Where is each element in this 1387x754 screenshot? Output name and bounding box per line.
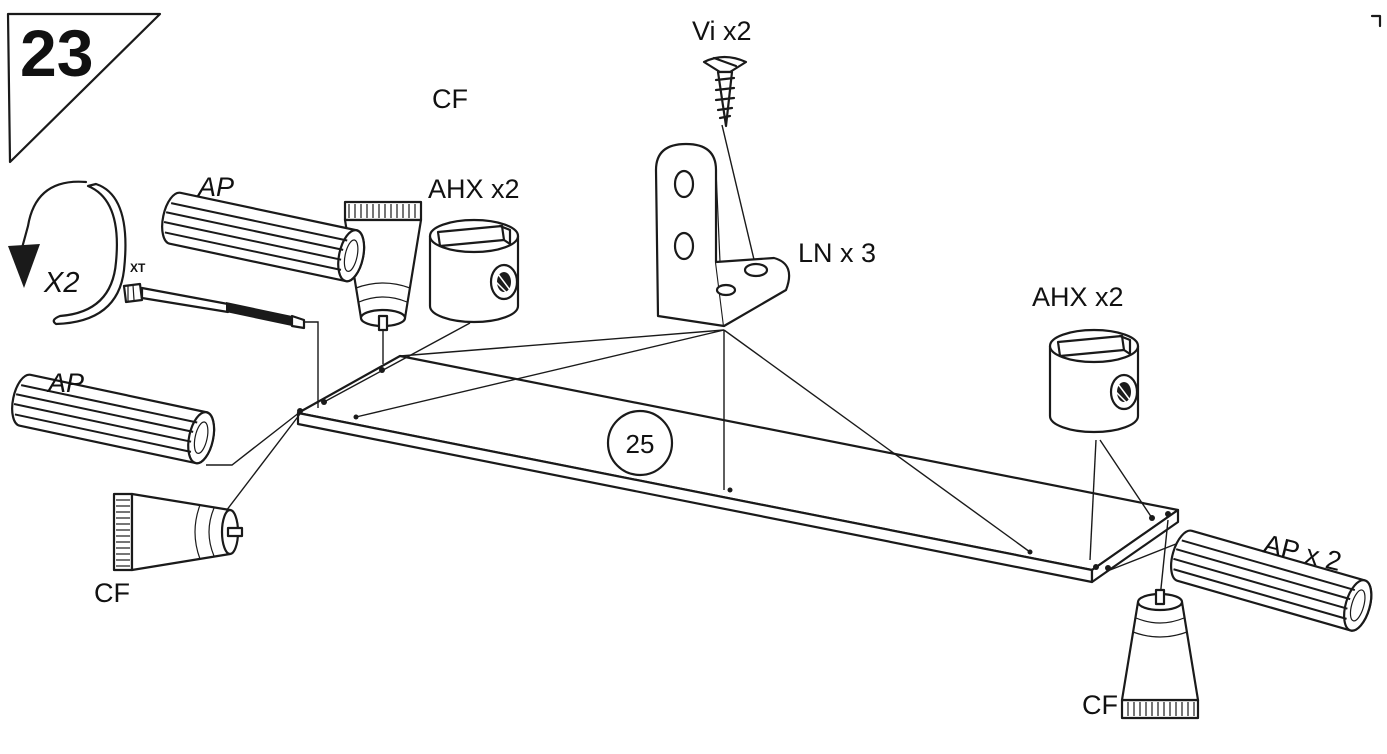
l-bracket: LN x 3 xyxy=(654,142,876,328)
glue-tube-bottom: CF xyxy=(1082,588,1200,720)
rotation-arrow-icon: X2 xyxy=(8,180,127,326)
corner-mark xyxy=(1370,14,1382,28)
glue-tube-top: CF xyxy=(343,84,468,332)
glue-label-top: CF xyxy=(432,84,468,114)
cam-lock-right: AHX x2 xyxy=(1032,282,1140,434)
glue-tube-left: CF xyxy=(94,492,244,608)
dowel-right: AP x 2 xyxy=(1164,526,1378,635)
screw-icon: Vi x2 xyxy=(692,16,752,128)
cam-label-top: AHX x2 xyxy=(428,174,520,204)
assembly-guide-lines xyxy=(206,124,1187,599)
dowel-top: AP xyxy=(156,172,370,285)
cam-label-right: AHX x2 xyxy=(1032,282,1124,312)
bolt-label: XT xyxy=(130,261,146,275)
dowel-left: AP xyxy=(6,368,220,467)
glue-label-left: CF xyxy=(94,578,130,608)
screw-label: Vi x2 xyxy=(692,16,752,46)
panel-number: 25 xyxy=(626,429,655,459)
dowel-label-left: AP xyxy=(46,368,84,398)
dowel-label-top: AP xyxy=(196,172,234,202)
step-badge: 23 xyxy=(6,12,162,164)
glue-label-bottom: CF xyxy=(1082,690,1118,720)
bracket-label: LN x 3 xyxy=(798,238,876,268)
rotation-label: X2 xyxy=(43,267,79,299)
cam-bolt: XT xyxy=(122,261,306,330)
step-number: 23 xyxy=(20,16,93,90)
panel-board: 25 xyxy=(296,354,1180,584)
cam-lock-top: AHX x2 xyxy=(428,174,520,324)
